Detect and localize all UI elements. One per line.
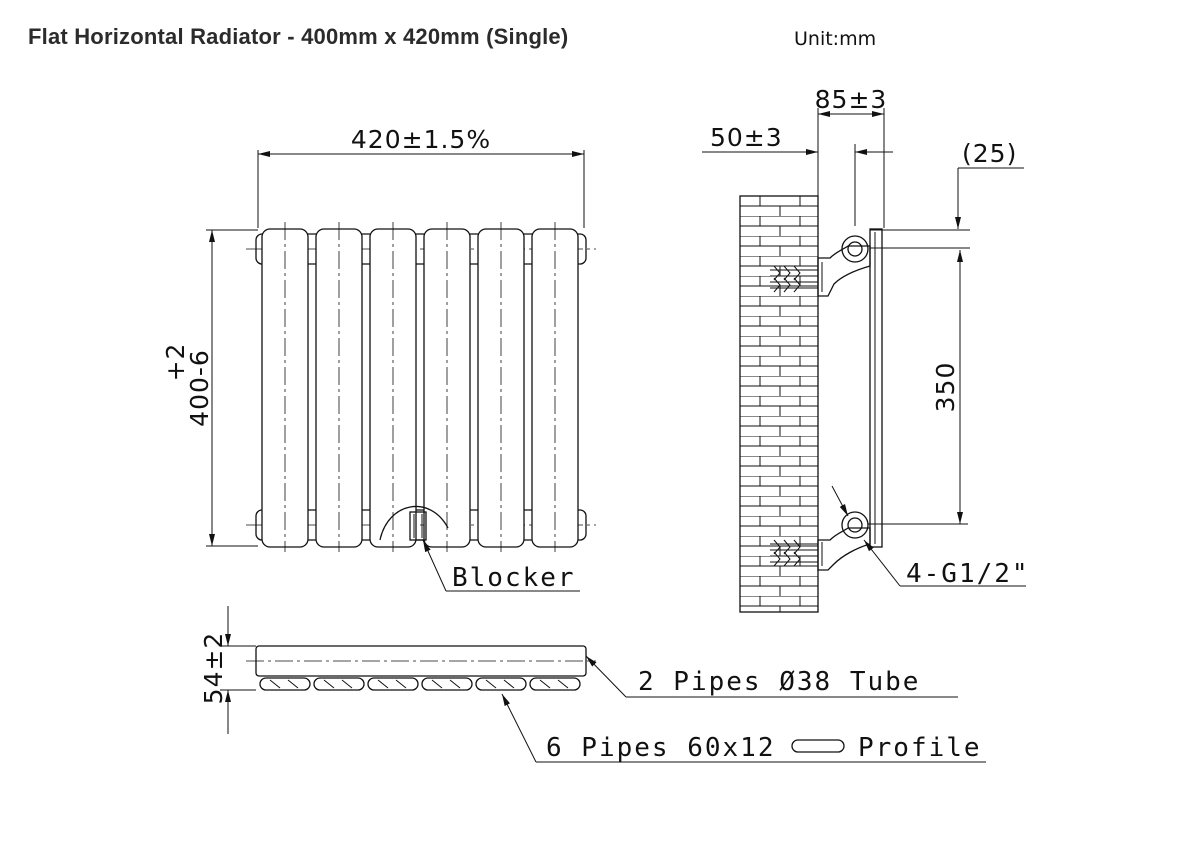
- flat-pipe-profile: [421, 677, 473, 691]
- blocker-cutaway-line: [379, 505, 449, 541]
- connection-leader: [863, 539, 901, 587]
- top-depth-dim-text: 54±2: [199, 632, 228, 705]
- profile-label-prefix: 6 Pipes 60x12: [546, 733, 776, 763]
- header-leader: [585, 655, 627, 698]
- flat-pipe-profile: [475, 677, 527, 691]
- profile-leader: [501, 693, 537, 763]
- flat-pipe-profile: [259, 677, 311, 691]
- radiator-side-panel: [869, 228, 883, 548]
- side-depth-dim-text: 85±3: [815, 85, 888, 114]
- top-view: 54±2 2 Pipes Ø38 Tube 6 Pipes 60x12 Prof…: [199, 606, 986, 763]
- page-title: Flat Horizontal Radiator - 400mm x 420mm…: [28, 24, 569, 49]
- flat-pipe-profile: [367, 677, 419, 691]
- height-dim-text: 400-6: [185, 349, 214, 427]
- connection-label: 4-G1/2": [906, 559, 1030, 589]
- blocker-leader: [422, 539, 447, 592]
- flat-pipe-profile: [529, 677, 581, 691]
- profile-label-suffix: Profile: [858, 733, 982, 763]
- wall-dim-text: 50±3: [710, 123, 783, 152]
- offset-dim-text: (25): [962, 139, 1017, 168]
- centres-dim-text: 350: [931, 362, 960, 413]
- flat-pipe-profile: [313, 677, 365, 691]
- top-wall-bracket: [770, 235, 871, 297]
- height-tol-text: +2: [161, 343, 190, 382]
- stadium-oval-icon: [791, 739, 845, 753]
- blocker-label: Blocker: [452, 563, 576, 593]
- connection-leader-top: [831, 485, 849, 517]
- blocker: [409, 511, 427, 541]
- side-view: 85±3 50±3 (25) 350: [702, 85, 1030, 613]
- unit-label: Unit:mm: [794, 28, 877, 50]
- front-view: 420±1.5% +2 400-6: [161, 125, 596, 593]
- header-tube-label: 2 Pipes Ø38 Tube: [638, 667, 920, 697]
- width-dim-text: 420±1.5%: [351, 125, 491, 154]
- brick-wall: [740, 196, 818, 612]
- bottom-pipe-connection: [841, 511, 869, 539]
- bottom-wall-bracket: [770, 511, 871, 571]
- brick-wall-outline: [739, 195, 819, 613]
- top-pipe-connection: [841, 235, 869, 263]
